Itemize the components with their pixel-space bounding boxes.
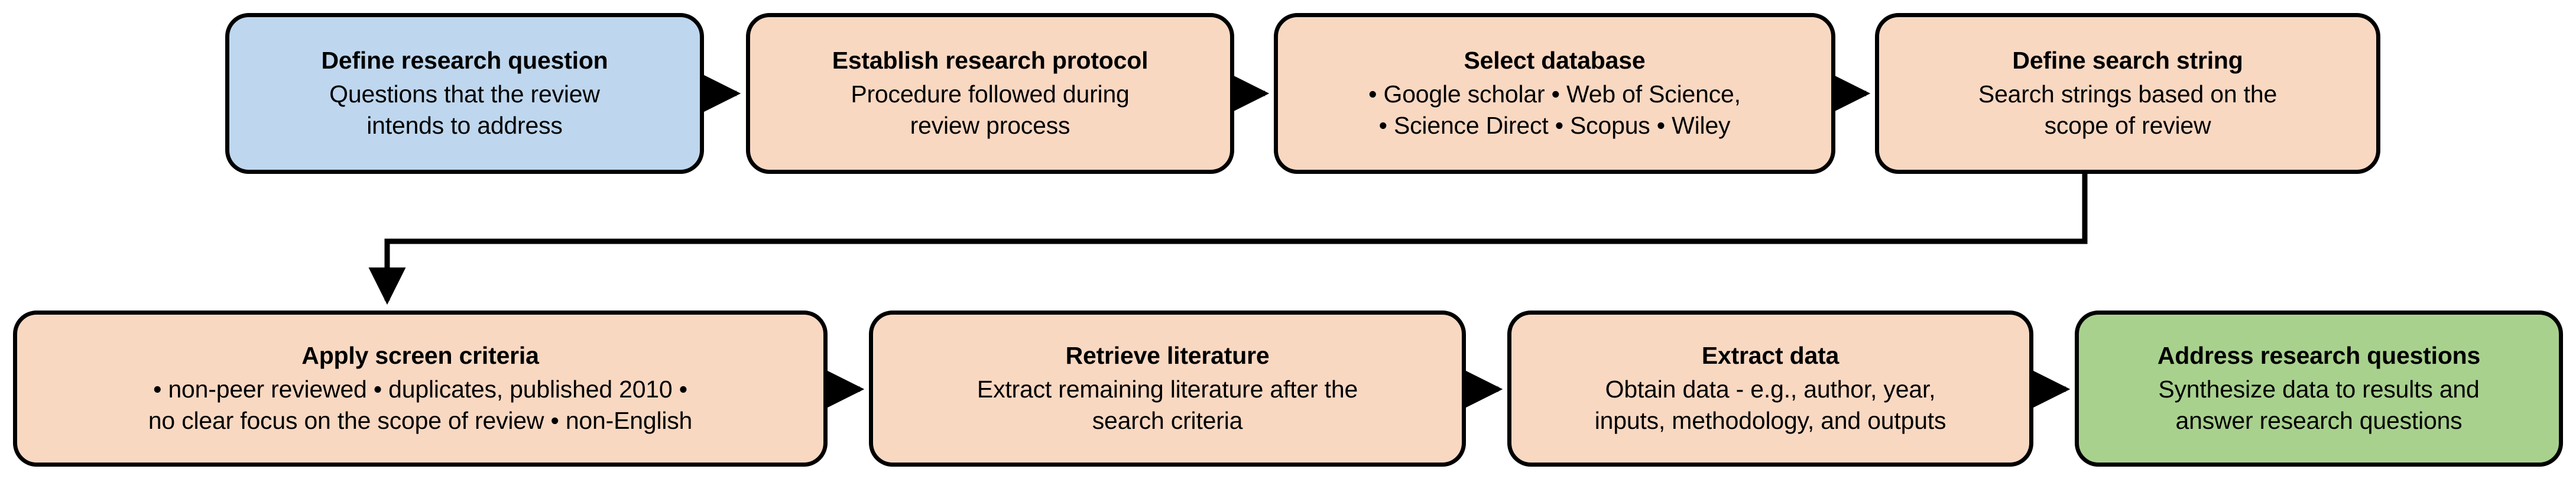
- node-description: Search strings based on the scope of rev…: [1978, 79, 2277, 142]
- node-title: Establish research protocol: [832, 46, 1149, 74]
- node-description: Extract remaining literature after the s…: [977, 374, 1358, 437]
- node-description: Obtain data - e.g., author, year, inputs…: [1595, 374, 1946, 437]
- node-title: Define research question: [321, 46, 608, 74]
- node-define-research-question[interactable]: Define research question Questions that …: [225, 13, 704, 174]
- node-description-line: search criteria: [1092, 406, 1243, 434]
- node-title: Retrieve literature: [1065, 341, 1270, 369]
- node-description: Synthesize data to results and answer re…: [2158, 374, 2479, 437]
- node-description-line: Search strings based on the: [1978, 80, 2277, 108]
- node-description-line: • Science Direct • Scopus • Wiley: [1378, 111, 1731, 139]
- node-title: Apply screen criteria: [301, 341, 539, 369]
- node-define-search-string[interactable]: Define search string Search strings base…: [1875, 13, 2380, 174]
- node-description-line: Obtain data - e.g., author, year,: [1605, 375, 1936, 403]
- node-description-line: no clear focus on the scope of review • …: [148, 406, 693, 434]
- node-description: • Google scholar • Web of Science, • Sci…: [1368, 79, 1741, 142]
- node-extract-data[interactable]: Extract data Obtain data - e.g., author,…: [1507, 311, 2033, 467]
- node-select-database[interactable]: Select database • Google scholar • Web o…: [1274, 13, 1835, 174]
- node-description: • non-peer reviewed • duplicates, publis…: [148, 374, 693, 437]
- node-description-line: scope of review: [2044, 111, 2211, 139]
- node-description-line: intends to address: [366, 111, 563, 139]
- node-description-line: Procedure followed during: [851, 80, 1130, 108]
- node-address-research-questions[interactable]: Address research questions Synthesize da…: [2075, 311, 2563, 467]
- node-description: Questions that the review intends to add…: [329, 79, 600, 142]
- node-title: Select database: [1464, 46, 1646, 74]
- node-establish-research-protocol[interactable]: Establish research protocol Procedure fo…: [746, 13, 1234, 174]
- node-apply-screen-criteria[interactable]: Apply screen criteria • non-peer reviewe…: [13, 311, 828, 467]
- edge-arrow-4: [368, 174, 2088, 305]
- node-description-line: • Google scholar • Web of Science,: [1368, 80, 1741, 108]
- node-description-line: Extract remaining literature after the: [976, 375, 1358, 403]
- node-title: Extract data: [1701, 341, 1839, 369]
- node-description-line: Synthesize data to results and: [2158, 375, 2480, 403]
- node-description-line: answer research questions: [2175, 406, 2463, 434]
- node-description-line: Questions that the review: [329, 80, 600, 108]
- node-retrieve-literature[interactable]: Retrieve literature Extract remaining li…: [869, 311, 1466, 467]
- node-title: Define search string: [2012, 46, 2243, 74]
- node-description-line: inputs, methodology, and outputs: [1594, 406, 1946, 434]
- node-description-line: review process: [910, 111, 1070, 139]
- node-description-line: • non-peer reviewed • duplicates, publis…: [153, 375, 687, 403]
- node-title: Address research questions: [2157, 341, 2481, 369]
- node-description: Procedure followed during review process: [851, 79, 1130, 142]
